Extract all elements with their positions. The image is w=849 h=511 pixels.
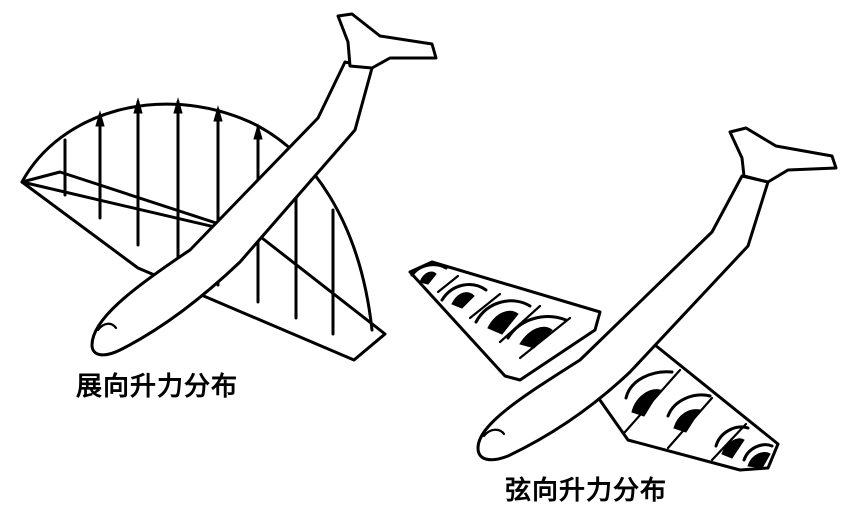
spanwise-glider [22, 14, 436, 360]
chordwise-tail [730, 128, 836, 182]
spanwise-lift-caption: 展向升力分布 [76, 366, 238, 403]
chordwise-glider [410, 128, 836, 470]
chordwise-lift-caption: 弦向升力分布 [505, 470, 667, 507]
spanwise-tail [338, 14, 436, 68]
